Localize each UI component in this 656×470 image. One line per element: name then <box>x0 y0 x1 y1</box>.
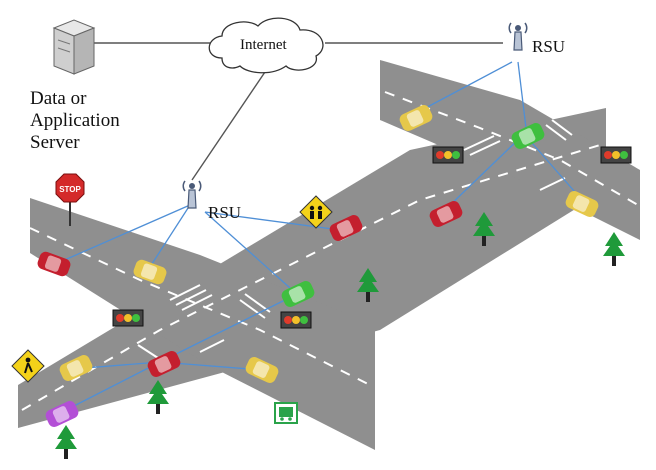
server-icon <box>52 19 96 75</box>
bus-stop-sign-icon <box>274 402 298 424</box>
main-road <box>18 108 606 428</box>
tree-icon <box>603 232 625 266</box>
right-road-lane-marking <box>384 91 639 206</box>
rsu-mid-label: RSU <box>208 203 241 222</box>
traffic-light-icon <box>112 309 144 327</box>
left-cross-road <box>30 198 375 450</box>
rsu-top-label: RSU <box>532 37 565 56</box>
school-crossing-sign-icon <box>299 195 333 229</box>
rsu-top-antenna-icon <box>508 22 528 51</box>
traffic-light-icon <box>280 311 312 329</box>
cloud-icon <box>208 17 324 74</box>
internet-to-rsu-mid-link <box>191 71 266 181</box>
server-label-line1: Data or <box>30 88 87 109</box>
network-links <box>92 42 503 181</box>
tree-icon <box>55 425 77 459</box>
left-road-lane-marking <box>29 227 371 386</box>
stop-sign-icon: STOP <box>55 173 85 226</box>
internet-label: Internet <box>240 37 287 53</box>
traffic-light-icon <box>432 146 464 164</box>
traffic-light-icon <box>600 146 632 164</box>
server-label-line3: Server <box>30 132 80 153</box>
server-label-line2: Application <box>30 110 120 131</box>
pedestrian-sign-icon <box>11 349 45 383</box>
road-network <box>18 60 640 450</box>
crosswalks <box>137 119 573 359</box>
stop-sign-text: STOP <box>59 185 81 194</box>
rsu-mid-antenna-icon <box>182 180 202 209</box>
